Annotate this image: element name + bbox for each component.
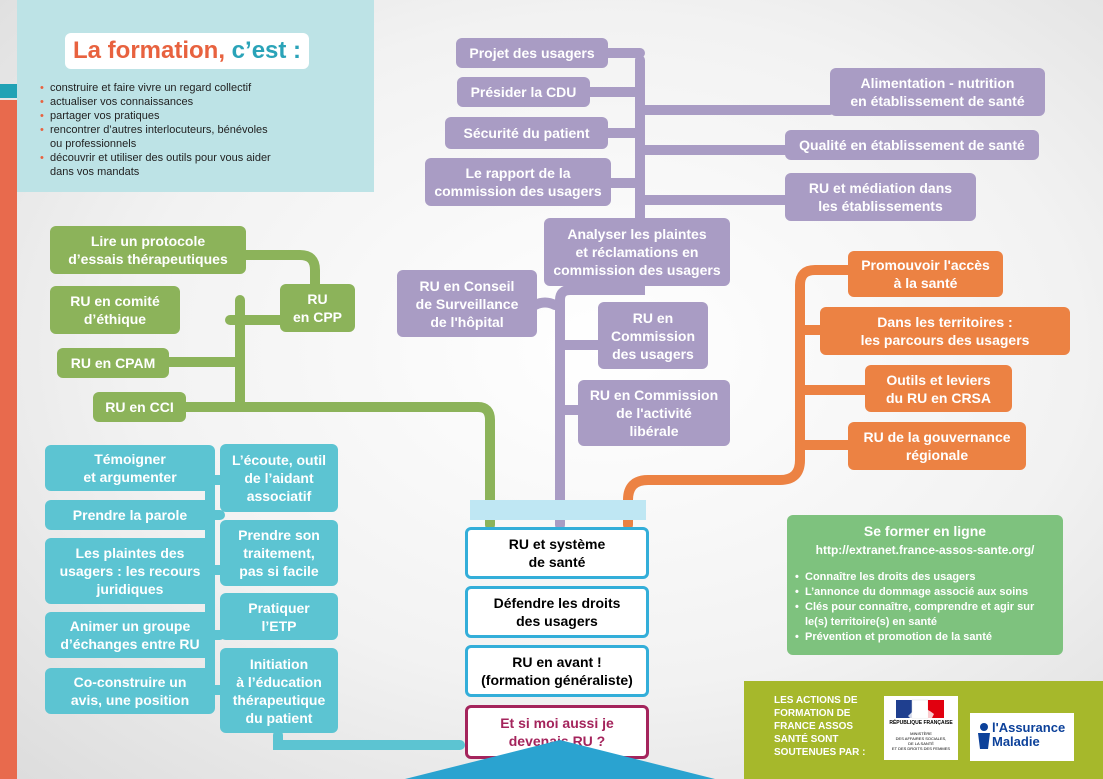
- online-item: Clés pour connaître, comprendre et agir …: [795, 600, 1057, 630]
- online-item: L’annonce du dommage associé aux soins: [795, 585, 1057, 600]
- formation-title: La formation, c’est :: [65, 33, 310, 69]
- marianne-icon: [896, 699, 944, 719]
- online-url[interactable]: http://extranet.france-assos-sante.org/: [815, 543, 1035, 557]
- topic-mediation[interactable]: RU et médiation dans les établissements: [785, 173, 976, 221]
- formation-panel: La formation, c’est : construire et fair…: [17, 0, 374, 192]
- logo1-sub: MINISTÈRE DES AFFAIRES SOCIALES, DE LA S…: [891, 731, 951, 751]
- topic-animer-groupe[interactable]: Animer un groupe d’échanges entre RU: [45, 612, 215, 658]
- assurance-maladie-icon: [978, 723, 990, 749]
- left-accent-red: [0, 100, 17, 779]
- topic-cpam[interactable]: RU en CPAM: [57, 348, 169, 378]
- formation-item: rencontrer d’autres interlocuteurs, béné…: [40, 123, 360, 151]
- topic-securite-patient[interactable]: Sécurité du patient: [445, 117, 608, 149]
- topic-ecoute[interactable]: L’écoute, outil de l’aidant associatif: [220, 444, 338, 512]
- logo1-caption: RÉPUBLIQUE FRANÇAISE: [889, 720, 953, 726]
- left-accent-teal: [0, 84, 17, 98]
- topic-plaintes-recours[interactable]: Les plaintes des usagers : les recours j…: [45, 538, 215, 604]
- topic-comite-ethique[interactable]: RU en comité d’éthique: [50, 286, 180, 334]
- center-ru-en-avant[interactable]: RU en avant ! (formation généraliste): [465, 645, 649, 697]
- formation-list: construire et faire vivre un regard coll…: [40, 81, 360, 179]
- topic-crsa[interactable]: Outils et leviers du RU en CRSA: [865, 365, 1012, 412]
- topic-cci[interactable]: RU en CCI: [93, 392, 186, 422]
- hub-cpp[interactable]: RU en CPP: [280, 284, 355, 332]
- topic-qualite[interactable]: Qualité en établissement de santé: [785, 130, 1039, 160]
- topic-gouvernance[interactable]: RU de la gouvernance régionale: [848, 422, 1026, 470]
- topic-prendre-parole[interactable]: Prendre la parole: [45, 500, 215, 530]
- center-defendre-droits[interactable]: Défendre les droits des usagers: [465, 586, 649, 638]
- topic-territoires[interactable]: Dans les territoires : les parcours des …: [820, 307, 1070, 355]
- topic-alimentation[interactable]: Alimentation - nutrition en établissemen…: [830, 68, 1045, 116]
- topic-protocole-essais[interactable]: Lire un protocole d’essais thérapeutique…: [50, 226, 246, 274]
- topic-initiation-etp[interactable]: Initiation à l’éducation thérapeutique d…: [220, 648, 338, 733]
- logo2-caption: l'Assurance Maladie: [992, 720, 1066, 749]
- online-item: Prévention et promotion de la santé: [795, 630, 1057, 645]
- formation-item: actualiser vos connaissances: [40, 95, 360, 109]
- sponsor-text: LES ACTIONS DE FORMATION DE FRANCE ASSOS…: [774, 695, 866, 758]
- hub-commission-liberale[interactable]: RU en Commission de l'activité libérale: [578, 380, 730, 446]
- base-triangle: [405, 740, 715, 779]
- topic-projet-usagers[interactable]: Projet des usagers: [456, 38, 608, 68]
- formation-item: partager vos pratiques: [40, 109, 360, 123]
- topic-analyser-plaintes[interactable]: Analyser les plaintes et réclamations en…: [544, 218, 730, 286]
- republique-francaise-logo: RÉPUBLIQUE FRANÇAISE MINISTÈRE DES AFFAI…: [884, 696, 958, 760]
- formation-item: construire et faire vivre un regard coll…: [40, 81, 360, 95]
- sponsor-band: LES ACTIONS DE FORMATION DE FRANCE ASSOS…: [744, 681, 1103, 779]
- hub-conseil-surveillance[interactable]: RU en Conseil de Surveillance de l'hôpit…: [397, 270, 537, 337]
- center-ru-systeme[interactable]: RU et système de santé: [465, 527, 649, 579]
- online-panel: Se former en ligne http://extranet.franc…: [787, 515, 1063, 655]
- topic-traitement[interactable]: Prendre son traitement, pas si facile: [220, 520, 338, 586]
- topic-presider-cdu[interactable]: Présider la CDU: [457, 77, 590, 107]
- hub-commission-usagers[interactable]: RU en Commission des usagers: [598, 302, 708, 369]
- assurance-maladie-logo: l'Assurance Maladie: [970, 713, 1074, 761]
- online-item: Connaître les droits des usagers: [795, 570, 1057, 585]
- topic-temoigner[interactable]: Témoigner et argumenter: [45, 445, 215, 491]
- online-title: Se former en ligne: [863, 523, 987, 539]
- topic-pratiquer-etp[interactable]: Pratiquer l’ETP: [220, 593, 338, 640]
- online-list: Connaître les droits des usagers L’annon…: [795, 570, 1057, 645]
- formation-item: découvrir et utiliser des outils pour vo…: [40, 151, 360, 179]
- topic-promouvoir-acces[interactable]: Promouvoir l'accès à la santé: [848, 251, 1003, 297]
- topic-co-construire[interactable]: Co-construire un avis, une position: [45, 668, 215, 714]
- topic-rapport-commission[interactable]: Le rapport de la commission des usagers: [425, 158, 611, 206]
